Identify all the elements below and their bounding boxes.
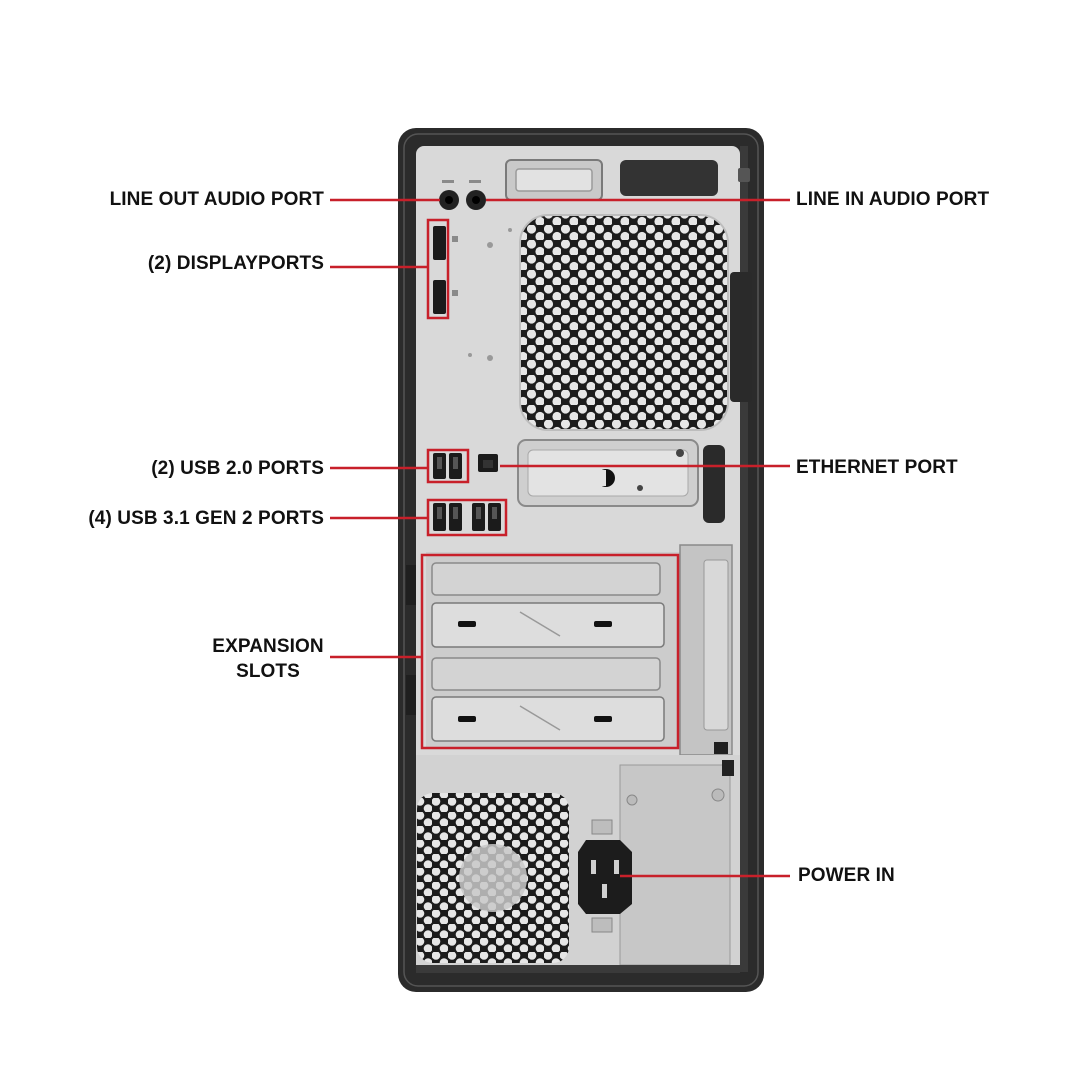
callout-box-expansion [420, 553, 680, 750]
label-displayports: (2) DISPLAYPORTS [147, 253, 324, 274]
label-power-in: POWER IN [798, 865, 895, 886]
label-line-in-audio-port: LINE IN AUDIO PORT [796, 189, 990, 210]
label-expansion-line1: EXPANSION [212, 636, 324, 657]
label-ethernet-port: ETHERNET PORT [796, 457, 958, 478]
top-latch-right [620, 160, 718, 196]
rear-panel-right-edge [740, 146, 748, 972]
label-expansion-slots: EXPANSION SLOTS [198, 634, 338, 684]
fan-grille-icon [520, 215, 728, 430]
label-usb-3-1-gen-2-ports: (4) USB 3.1 GEN 2 PORTS [88, 508, 324, 529]
callout-box-displayports [426, 218, 450, 320]
label-line-out-audio-port: LINE OUT AUDIO PORT [109, 189, 324, 210]
label-expansion-line2: SLOTS [236, 661, 300, 682]
callout-box-usb2 [426, 448, 470, 484]
label-usb-2-ports: (2) USB 2.0 PORTS [151, 458, 324, 479]
expansion-slot-cover [431, 562, 661, 596]
case-inner-bezel [403, 133, 759, 987]
expansion-slot-cover [431, 657, 661, 691]
expansion-slot-cover [431, 602, 665, 648]
expansion-slot-cover [431, 696, 665, 742]
displayport-icon [433, 226, 446, 260]
power-socket-icon [578, 840, 632, 914]
callout-lines [330, 198, 790, 878]
callout-box-usb31 [426, 498, 508, 537]
displayport-icon [433, 280, 446, 314]
